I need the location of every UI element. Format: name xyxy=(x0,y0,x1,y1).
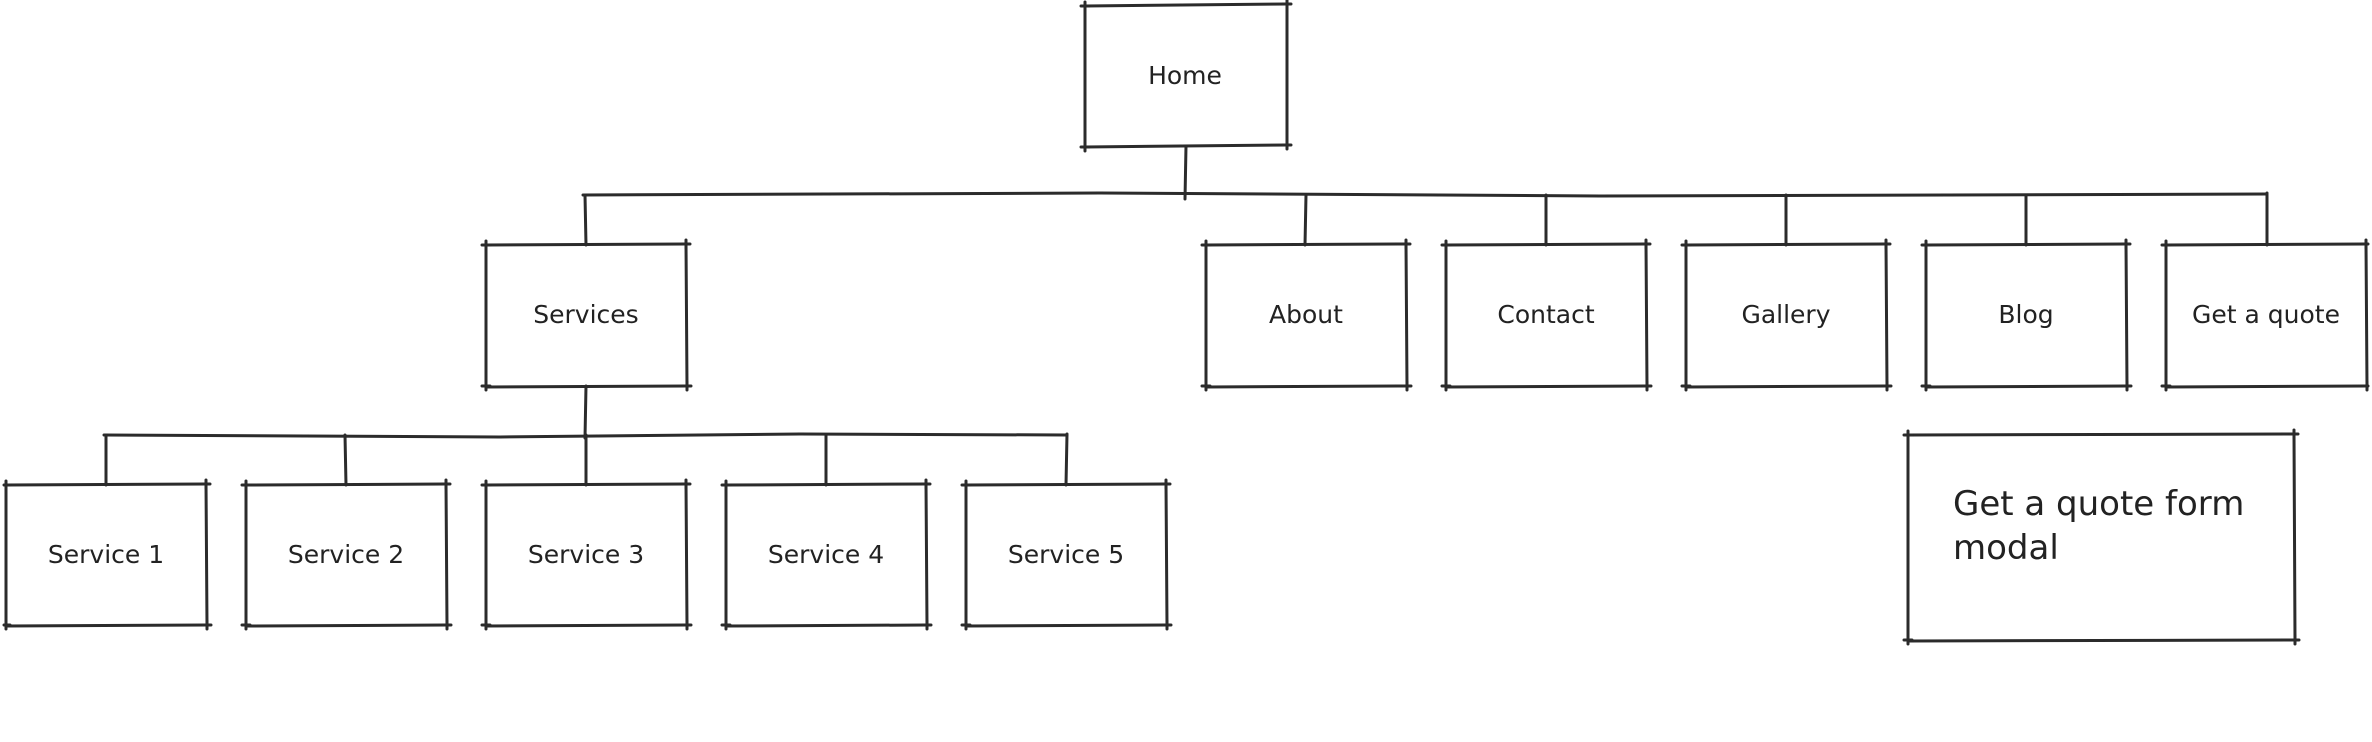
box-blog xyxy=(1920,238,2133,392)
box-service-4 xyxy=(720,478,933,631)
box-service-1 xyxy=(2,478,213,631)
box-about xyxy=(1200,238,1413,392)
node-gallery-label: Gallery xyxy=(1741,300,1831,329)
node-contact-label: Contact xyxy=(1497,300,1595,329)
node-get-a-quote-label: Get a quote xyxy=(2192,300,2340,329)
box-contact xyxy=(1440,238,1653,392)
box-services xyxy=(480,238,693,392)
connectors-home xyxy=(581,144,2269,247)
node-services-label: Services xyxy=(533,300,639,329)
quote-modal-note-text: Get a quote form modal xyxy=(1953,484,2245,569)
box-get-a-quote xyxy=(2160,238,2370,392)
node-service-1-label: Service 1 xyxy=(47,540,165,569)
node-service-3-label: Service 3 xyxy=(527,540,645,569)
node-service-2: Service 2 xyxy=(247,485,445,625)
node-service-4-label: Service 4 xyxy=(767,540,885,569)
box-quote-modal-note xyxy=(1902,428,2301,646)
node-get-a-quote: Get a quote xyxy=(2167,245,2365,385)
node-service-5: Service 5 xyxy=(967,485,1165,625)
node-service-1: Service 1 xyxy=(7,485,205,625)
node-service-3: Service 3 xyxy=(487,485,685,625)
node-contact: Contact xyxy=(1447,245,1645,385)
node-gallery: Gallery xyxy=(1687,245,1885,385)
node-blog: Blog xyxy=(1927,245,2125,385)
node-home: Home xyxy=(1086,6,1284,146)
box-gallery xyxy=(1680,238,1893,392)
node-home-label: Home xyxy=(1148,61,1222,90)
node-blog-label: Blog xyxy=(1998,300,2054,329)
box-service-2 xyxy=(240,478,453,631)
box-service-3 xyxy=(480,478,693,631)
node-about: About xyxy=(1207,245,1405,385)
node-services: Services xyxy=(487,245,685,385)
connectors-services xyxy=(102,384,1069,487)
node-service-2-label: Service 2 xyxy=(287,540,405,569)
box-service-5 xyxy=(960,478,1173,631)
quote-modal-note: Get a quote form modal xyxy=(1908,434,2294,640)
node-about-label: About xyxy=(1269,300,1343,329)
node-service-4: Service 4 xyxy=(727,485,925,625)
node-service-5-label: Service 5 xyxy=(1007,540,1125,569)
